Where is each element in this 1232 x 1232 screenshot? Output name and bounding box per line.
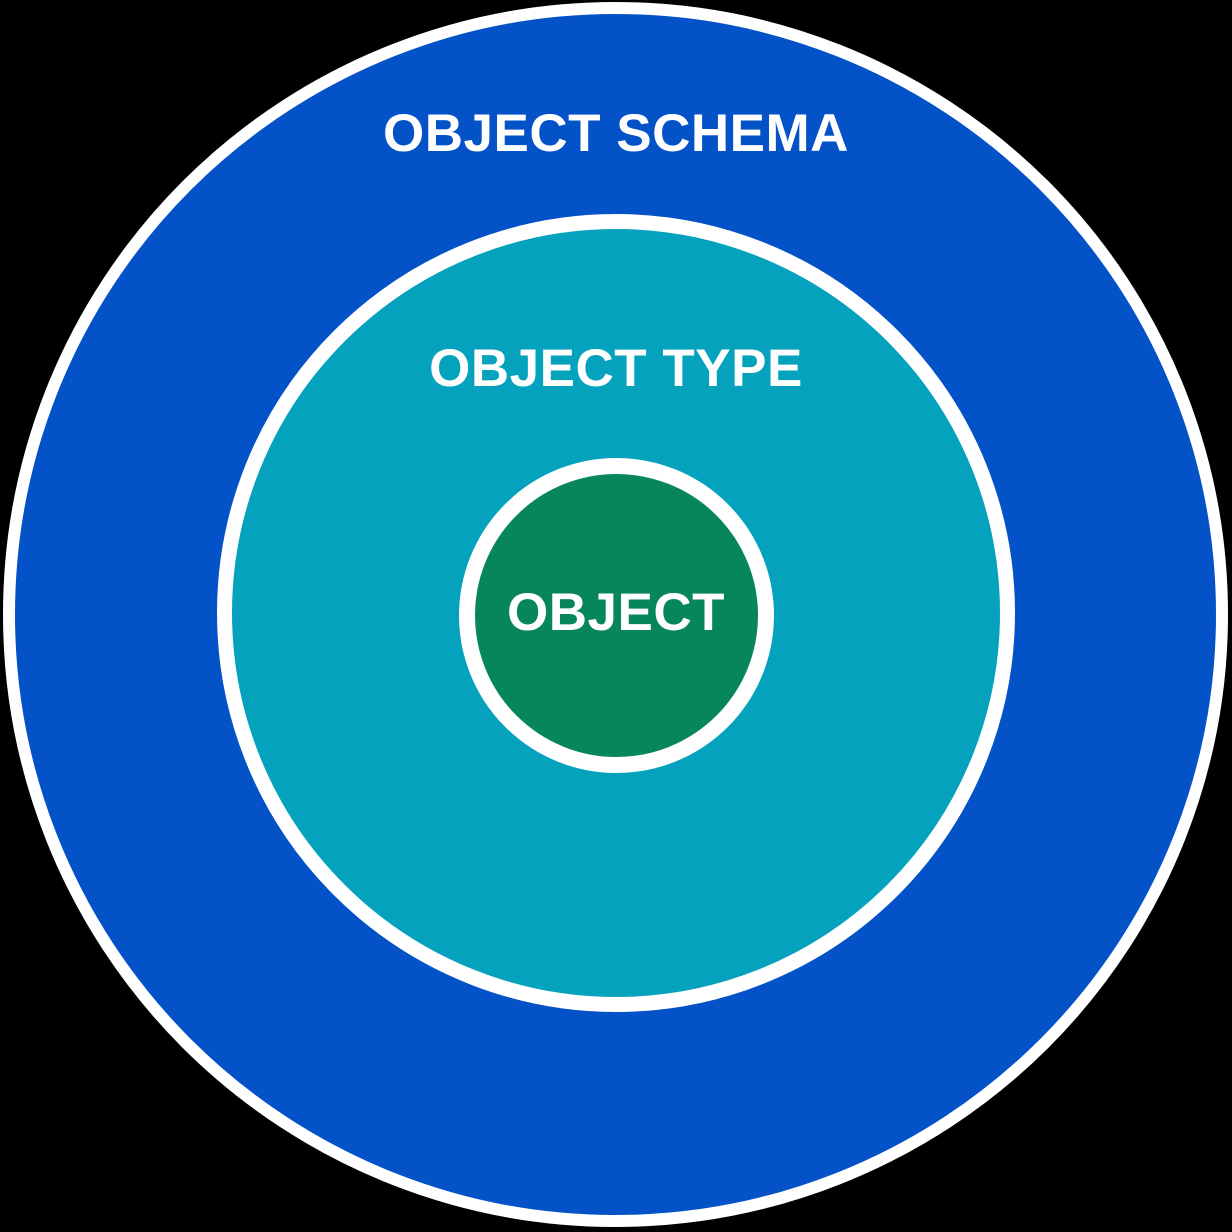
object-label: OBJECT — [507, 583, 725, 642]
object-type-label: OBJECT TYPE — [429, 339, 803, 398]
object-schema-label: OBJECT SCHEMA — [383, 104, 849, 163]
